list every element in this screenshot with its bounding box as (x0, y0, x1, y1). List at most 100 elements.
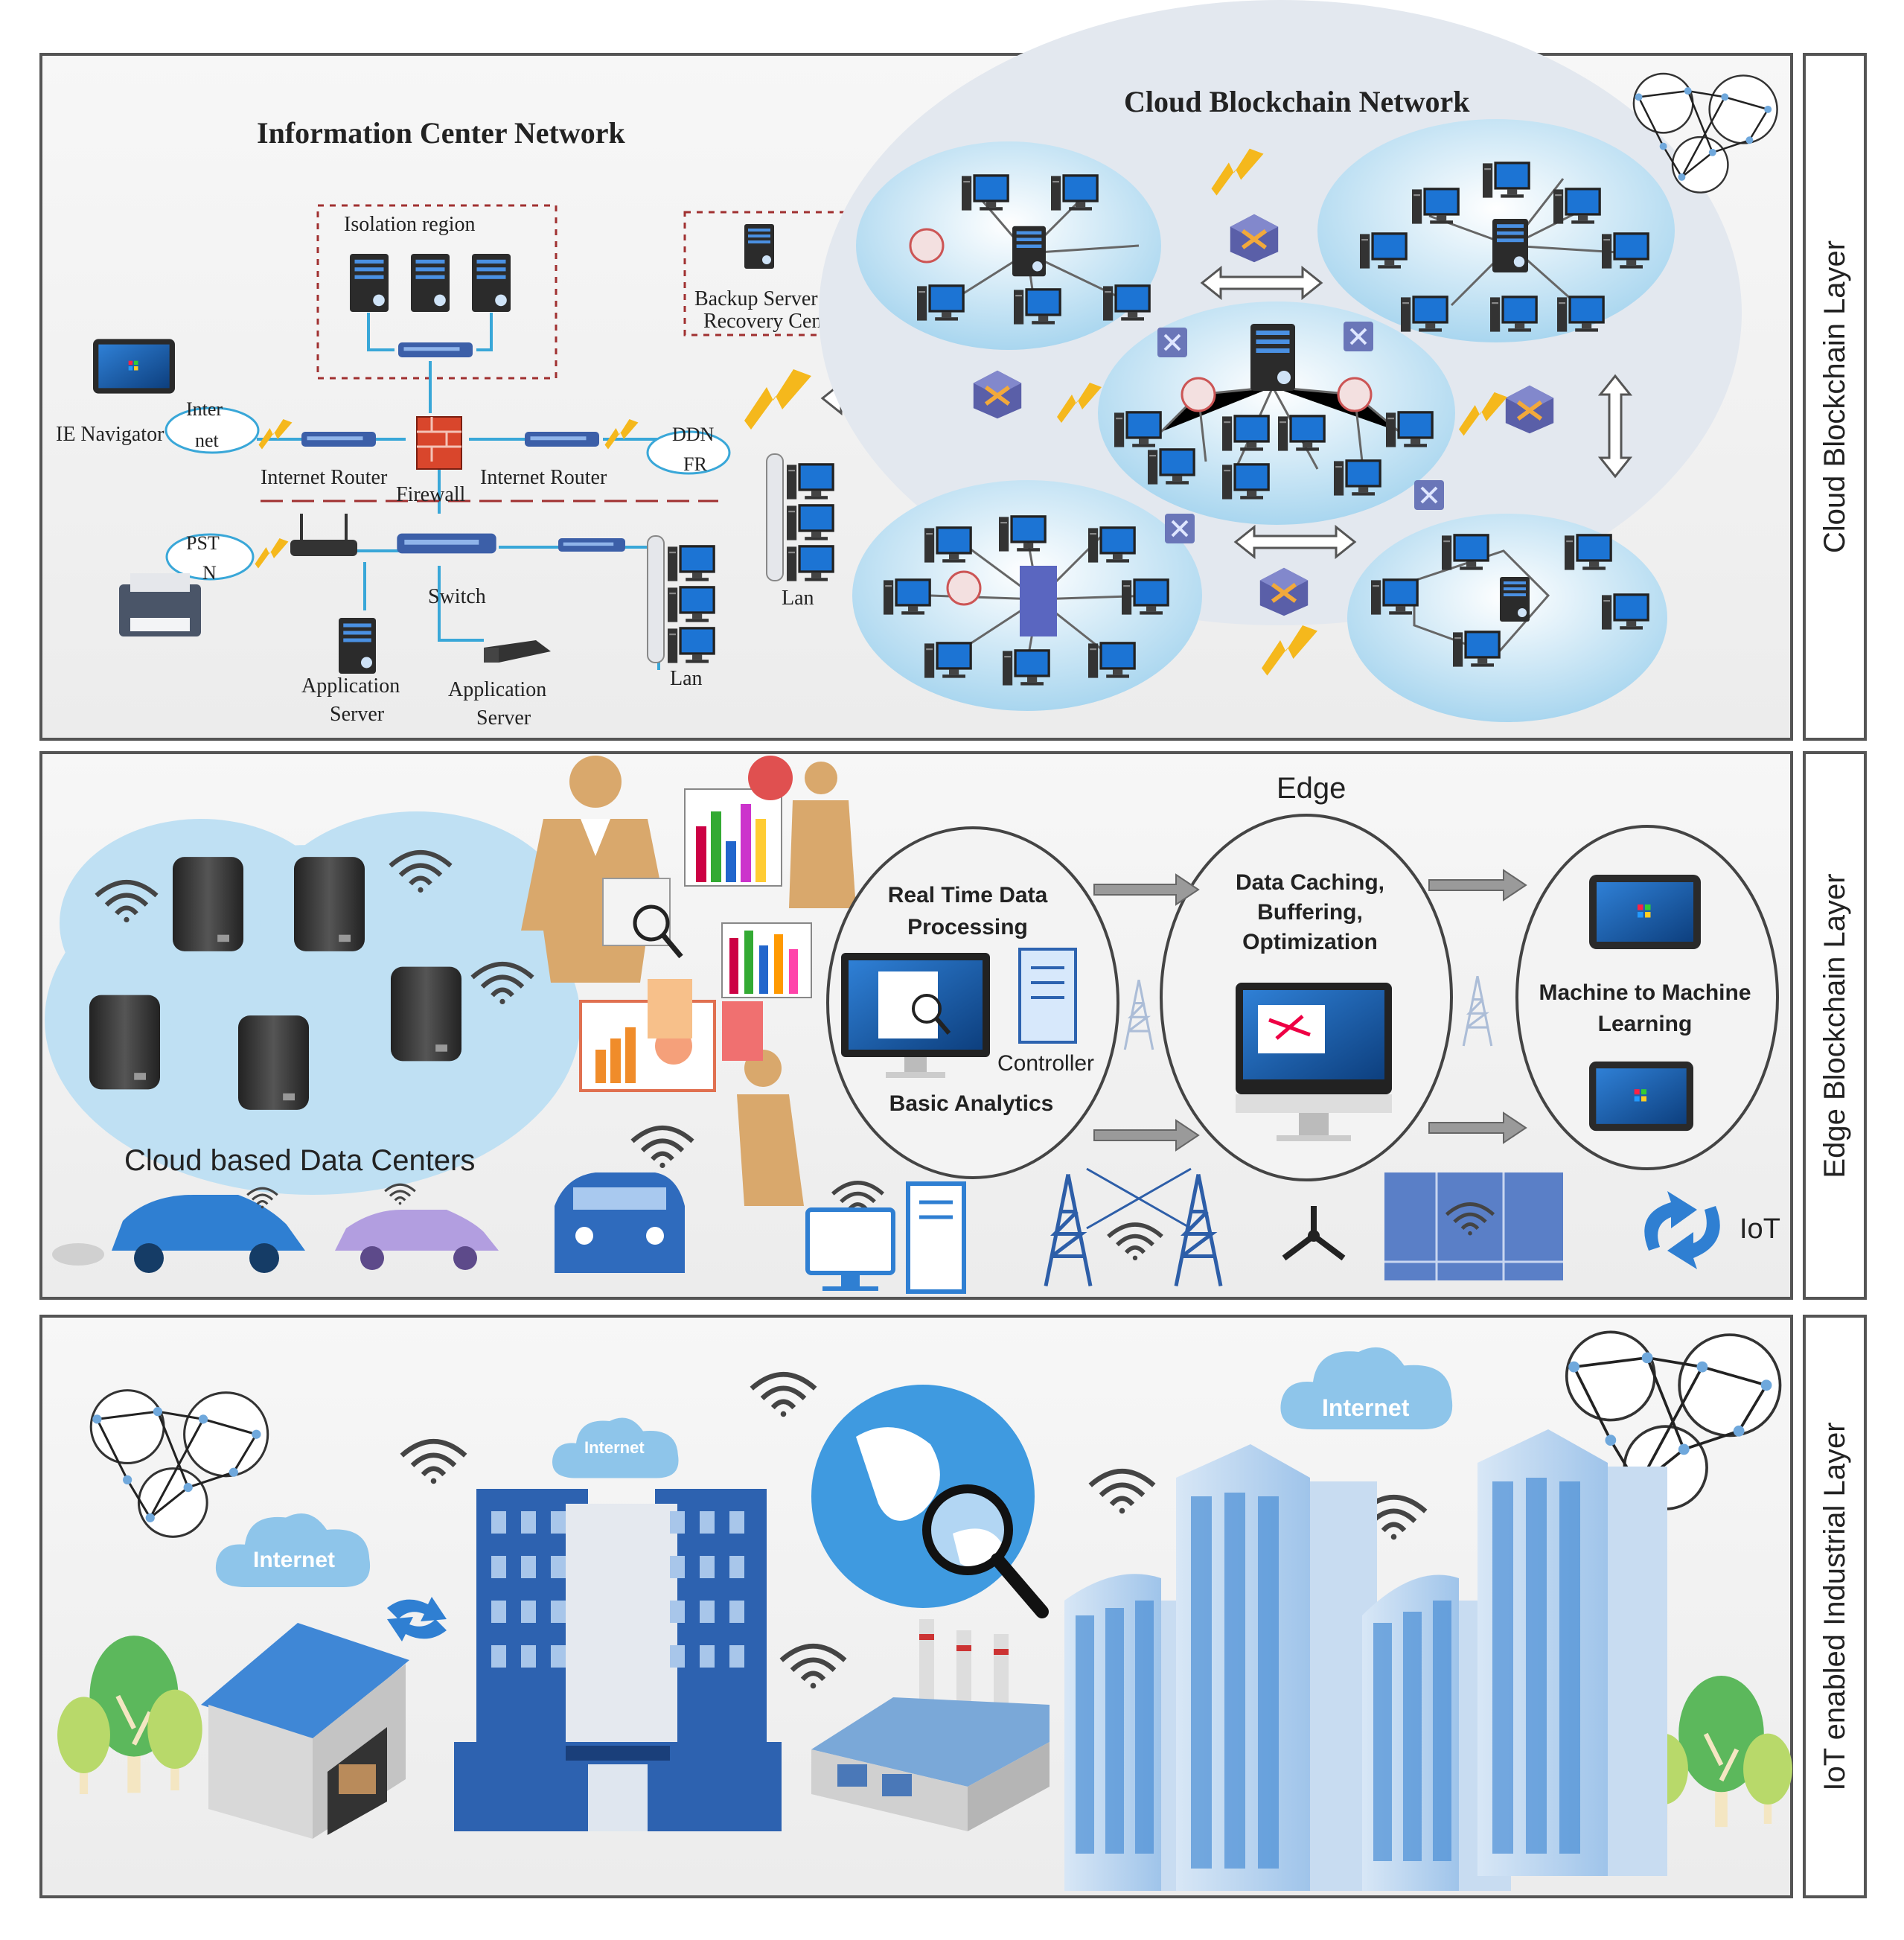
data-center-tower-icon (89, 995, 160, 1090)
info-center-title: Information Center Network (257, 116, 625, 150)
car-icon (335, 1210, 499, 1270)
monitor-icon (841, 953, 990, 1078)
data-center-tower-icon (391, 966, 461, 1062)
wind-turbine-icon (1282, 1206, 1346, 1261)
data-center-tower-icon (173, 857, 243, 951)
rtdp-label-line1: Real Time Data (888, 883, 1048, 907)
cloud-blockchain-layer: Information Center Network Isolation reg… (56, 0, 1778, 730)
desktop-computer-icon (805, 1181, 966, 1294)
wireless-router-icon (290, 514, 357, 556)
blockchain-node-icon (1165, 514, 1195, 543)
internet-router-left-label: Internet Router (261, 466, 388, 489)
backup-server-label: Backup Server (694, 287, 818, 310)
isolation-server-icon (411, 254, 450, 312)
pstn-label-line2: N (202, 562, 217, 584)
bidirectional-arrow (1233, 524, 1357, 560)
application-server-icon (339, 618, 376, 674)
ddn-label-line1: DDN (672, 424, 715, 445)
cloud-cluster-bottom-right (1347, 514, 1667, 722)
firewall-icon (416, 416, 462, 470)
isolation-region-box (316, 204, 558, 380)
caching-label-line1: Data Caching, (1236, 870, 1384, 895)
isolation-region-label: Isolation region (344, 213, 476, 236)
lan-label-1: Lan (670, 667, 703, 690)
blockchain-node-icon (1414, 480, 1444, 510)
rtdp-label-line2: Processing (907, 915, 1028, 939)
controller-server-icon (1018, 948, 1077, 1044)
internet-label-3: Internet (1322, 1394, 1410, 1421)
basic-analytics-label: Basic Analytics (889, 1091, 1054, 1116)
internet-label-2: Internet (584, 1438, 645, 1457)
business-person-icon (789, 762, 856, 908)
internet-cloud-icon (164, 406, 260, 454)
pie-chart-icon (748, 756, 793, 800)
internet-router-right-label: Internet Router (480, 466, 607, 489)
app-server-1-line2: Server (330, 703, 385, 726)
tablet-icon (1589, 875, 1701, 949)
office-building-icon (454, 1489, 782, 1831)
analysis-card-icon (602, 878, 683, 959)
bidirectional-arrow (1200, 265, 1323, 301)
industrial-layer-label: IoT enabled Industrial Layer (1818, 1422, 1851, 1790)
data-center-tower-icon (238, 1015, 309, 1110)
warehouse-icon (201, 1623, 409, 1839)
internet-label-1: Internet (253, 1548, 335, 1572)
cloud-layer-label: Cloud Blockchain Layer (1818, 240, 1851, 553)
application-server-icon (484, 640, 551, 663)
tower-link (1086, 1167, 1192, 1230)
firewall-label: Firewall (396, 483, 466, 506)
controller-label: Controller (997, 1051, 1094, 1076)
internet-label-line2: net (195, 430, 220, 451)
cloud-network-title: Cloud Blockchain Network (1124, 85, 1470, 118)
edge-layer-label: Edge Blockchain Layer (1818, 873, 1851, 1178)
cloud-cluster-top-left (856, 141, 1161, 350)
tablet-icon (93, 339, 175, 394)
imac-icon (1236, 983, 1392, 1141)
cloud-cluster-center (1098, 301, 1455, 525)
industrial-layer: Internet Internet Internet (57, 1330, 1792, 1891)
skyscraper-icon (1477, 1429, 1667, 1876)
globe-search-icon (811, 1385, 1049, 1618)
cloud-cluster-top-right (1317, 119, 1675, 342)
m2m-label-line2: Learning (1598, 1012, 1693, 1036)
app-server-2-line1: Application (448, 678, 546, 701)
cloud-dc-label: Cloud based Data Centers (124, 1144, 475, 1177)
isolation-server-icon (472, 254, 511, 312)
deco-block (722, 1001, 763, 1061)
switch-icon (558, 538, 625, 552)
bar-chart-icon (721, 922, 812, 998)
blockchain-node-icon (1344, 322, 1373, 351)
sync-arrows-icon (387, 1597, 447, 1641)
ie-navigator-label: IE Navigator (56, 423, 164, 446)
lan-bus-1 (647, 535, 715, 663)
backup-region-box (683, 211, 857, 336)
tablet-icon (1589, 1061, 1693, 1132)
flow-arrows (1093, 869, 1527, 1152)
ddn-cloud-icon (646, 430, 731, 475)
blockchain-node-icon (1157, 328, 1187, 357)
caching-label-line3: Optimization (1242, 930, 1378, 954)
printer-icon (119, 573, 201, 636)
bar-chart-icon (684, 788, 782, 887)
m2m-ellipse (1515, 825, 1779, 1170)
lan-bus-2 (766, 453, 834, 581)
edge-blockchain-layer: Cloud based Data Centers (45, 756, 1780, 1294)
lan-label-2: Lan (782, 587, 814, 610)
m2m-label-line1: Machine to Machine (1539, 980, 1751, 1005)
iot-label: IoT (1740, 1213, 1780, 1245)
edge-title: Edge (1277, 772, 1346, 805)
internet-label-line1: Inter (186, 398, 223, 420)
deco-block (648, 979, 692, 1038)
car-icon (52, 1195, 305, 1273)
layer-labels: Cloud Blockchain Layer Edge Blockchain L… (1818, 240, 1851, 1791)
isolation-server-icon (350, 254, 389, 312)
car-front-icon (555, 1172, 685, 1273)
data-center-tower-icon (294, 857, 365, 951)
pstn-label-line1: PST (186, 532, 220, 554)
isolation-switch-icon (398, 342, 473, 357)
caching-label-line2: Buffering, (1257, 900, 1363, 925)
cloud-cluster-bottom-left (852, 480, 1202, 711)
pstn-cloud-icon (165, 533, 255, 581)
sync-arrows-icon (1644, 1191, 1720, 1269)
